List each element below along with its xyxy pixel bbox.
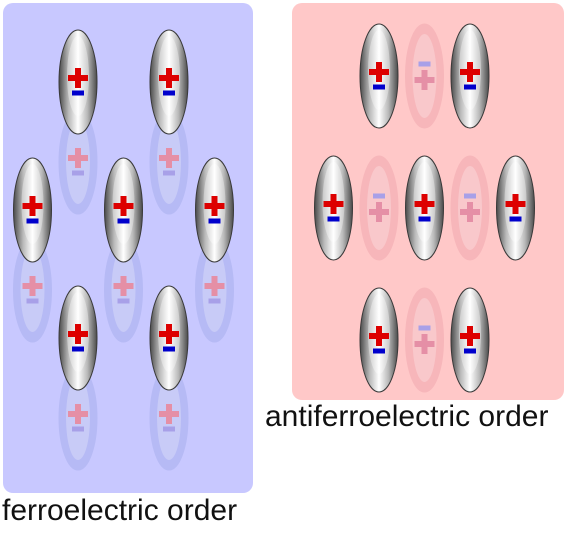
ghost-minus-charge-icon [418,61,431,67]
ghost-minus-charge-icon [418,325,431,331]
molecule-dipole-icon [359,287,399,393]
molecule-ghost-icon [195,237,234,343]
ghost-plus-charge-icon [414,70,435,90]
plus-charge-icon [460,62,480,82]
minus-charge-icon [373,84,385,90]
plus-charge-icon [22,196,43,216]
ghost-minus-charge-icon [163,170,175,176]
plus-charge-icon [113,196,134,216]
minus-charge-icon [26,218,39,224]
ghost-plus-charge-icon [68,404,88,424]
minus-charge-icon [72,346,84,352]
plus-charge-icon [68,68,88,88]
antiferroelectric-molecules [314,23,535,393]
ghost-plus-charge-icon [159,148,179,168]
ghost-minus-charge-icon [464,193,476,199]
molecule-dipole-icon [104,157,143,263]
ghost-plus-charge-icon [22,276,43,296]
molecule-ghost-icon [149,109,189,215]
minus-charge-icon [418,216,431,222]
molecule-dipole-icon [13,157,52,263]
molecule-ghost-icon [405,23,444,129]
molecule-ghost-icon [405,287,444,393]
molecule-ghost-icon [58,365,98,471]
plus-charge-icon [369,326,389,346]
molecule-dipole-icon [496,155,535,261]
minus-charge-icon [163,346,175,352]
minus-charge-icon [327,216,340,222]
plus-charge-icon [323,194,344,214]
ghost-plus-charge-icon [113,276,134,296]
molecule-ghost-icon [149,365,189,471]
molecule-ghost-icon [13,237,52,343]
ferroelectric-molecules [13,29,234,471]
molecule-dipole-icon [359,23,399,129]
minus-charge-icon [464,84,476,90]
plus-charge-icon [159,324,179,344]
ghost-plus-charge-icon [414,334,435,354]
molecule-dipole-icon [314,155,353,261]
minus-charge-icon [464,348,476,354]
ghost-minus-charge-icon [208,298,221,304]
plus-charge-icon [505,194,526,214]
ghost-plus-charge-icon [369,202,389,222]
plus-charge-icon [460,326,480,346]
molecule-dipole-icon [58,285,98,391]
minus-charge-icon [117,218,130,224]
plus-charge-icon [68,324,88,344]
minus-charge-icon [373,348,385,354]
ferroelectric-caption: ferroelectric order [2,494,238,527]
ghost-minus-charge-icon [163,426,175,432]
plus-charge-icon [369,62,389,82]
minus-charge-icon [509,216,522,222]
molecule-dipole-icon [195,157,234,263]
minus-charge-icon [72,90,84,96]
molecule-dipole-icon [149,285,189,391]
minus-charge-icon [208,218,221,224]
molecule-dipole-icon [450,23,490,129]
molecule-dipole-icon [405,155,444,261]
ghost-plus-charge-icon [159,404,179,424]
ghost-minus-charge-icon [117,298,130,304]
molecule-ghost-icon [58,109,98,215]
molecule-dipole-icon [450,287,490,393]
molecule-dipole-icon [149,29,189,135]
molecule-ghost-icon [450,155,490,261]
minus-charge-icon [163,90,175,96]
ghost-minus-charge-icon [72,170,84,176]
plus-charge-icon [159,68,179,88]
ghost-minus-charge-icon [72,426,84,432]
molecule-ghost-icon [359,155,399,261]
antiferroelectric-caption: antiferroelectric order [265,400,549,433]
ghost-minus-charge-icon [26,298,39,304]
ghost-plus-charge-icon [204,276,225,296]
ghost-plus-charge-icon [68,148,88,168]
molecule-dipole-icon [58,29,98,135]
plus-charge-icon [414,194,435,214]
ghost-minus-charge-icon [373,193,385,199]
plus-charge-icon [204,196,225,216]
ghost-plus-charge-icon [460,202,480,222]
